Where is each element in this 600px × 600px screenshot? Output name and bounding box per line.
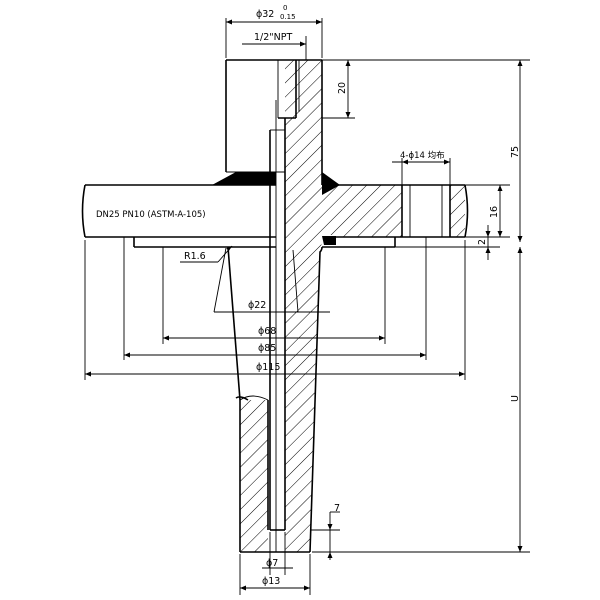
flange — [81, 184, 469, 248]
dim-phi13 — [239, 554, 311, 595]
phi68-label: ϕ68 — [258, 326, 276, 337]
dim-16-label: 16 — [489, 206, 500, 218]
dim-20-label: 20 — [337, 82, 348, 94]
bolt-holes-label: 4-ϕ14 均布 — [400, 150, 445, 161]
flange-section-hatch — [322, 185, 465, 237]
weld-left — [212, 172, 276, 185]
phi22-label: ϕ22 — [248, 300, 266, 311]
phi115-label: ϕ115 — [256, 362, 280, 373]
flange-spec-label: DN25 PN10 (ASTM-A-105) — [96, 210, 206, 220]
dim-phi22 — [213, 247, 330, 313]
dim-16 — [465, 184, 510, 238]
phi7-label: ϕ7 — [266, 558, 278, 569]
thread-label: 1/2"NPT — [254, 32, 292, 43]
dim-phi7 — [262, 532, 293, 575]
body-section-hatch — [285, 60, 336, 552]
top-diameter-label: ϕ32 — [256, 9, 274, 20]
dim-u-label: U — [510, 395, 521, 402]
phi13-label: ϕ13 — [262, 576, 280, 587]
top-diameter-upper-tol: 0 — [283, 4, 287, 12]
dim-bolt-holes — [392, 158, 451, 185]
dim-u — [312, 247, 530, 553]
dim-thread — [242, 36, 307, 60]
dim-phi85 — [123, 237, 427, 360]
inner-bore — [269, 100, 286, 552]
dim-2 — [395, 225, 500, 260]
dim-top-diameter — [225, 18, 323, 58]
phi85-label: ϕ85 — [258, 343, 276, 354]
dim-phi68 — [162, 247, 386, 344]
dim-75 — [322, 59, 530, 242]
dim-7-right — [310, 511, 340, 560]
dim-7-right-label: 7 — [334, 503, 340, 514]
weld-right-lower — [322, 236, 336, 245]
dim-phi115 — [84, 240, 466, 380]
tip-left-section-hatch — [240, 400, 268, 552]
weld-right — [322, 172, 340, 195]
dim-2-label: 2 — [477, 239, 488, 245]
radius-label: R1.6 — [184, 251, 206, 262]
stem — [227, 246, 323, 553]
dim-75-label: 75 — [510, 146, 521, 158]
top-diameter-lower-tol: 0.15 — [280, 13, 296, 21]
threaded-head — [225, 59, 323, 185]
